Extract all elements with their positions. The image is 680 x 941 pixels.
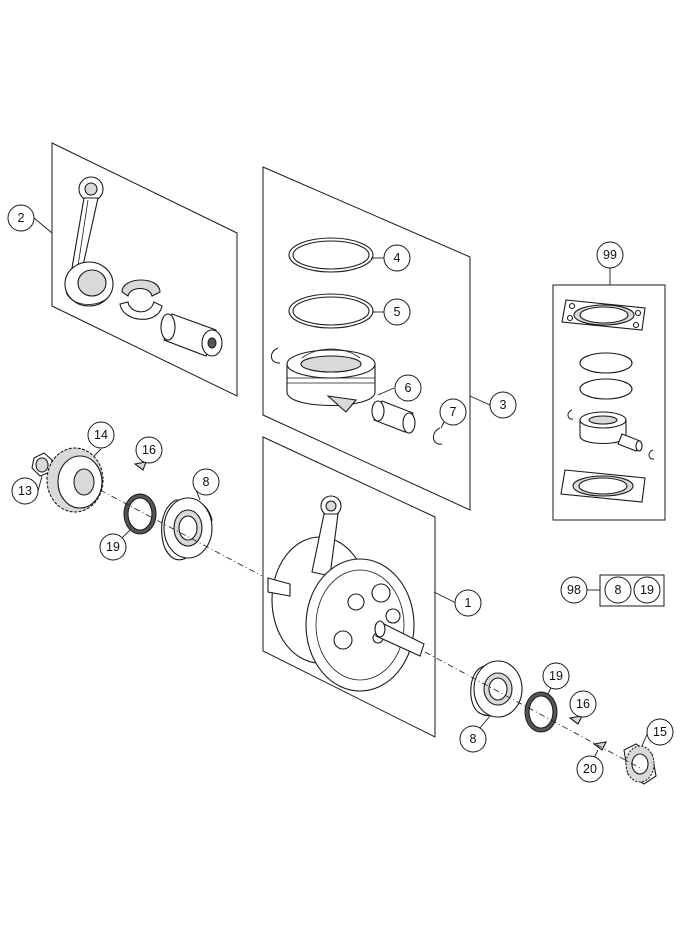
callout-4-label: 4 [394,251,401,265]
panel-piston-kit [262,166,471,511]
kit-98-group: 98 8 19 [560,574,665,607]
bearing-left-illustration [161,497,213,561]
primary-gear-illustration [46,447,104,513]
callout-8-left-label: 8 [203,475,210,489]
callout-19-right-label: 19 [549,669,563,683]
callout-19-left-label: 19 [106,540,120,554]
callout-1: 1 [454,589,482,617]
kit-circlip-right-illustration [648,449,655,460]
right-side-parts [470,660,657,785]
piston-ring-second-illustration [288,293,374,329]
callout-20: 20 [576,755,604,783]
callout-19-right: 19 [542,662,570,690]
piston-pin-illustration-2 [371,400,416,434]
callout-14-label: 14 [94,428,108,442]
shaft-seal-right-illustration [524,691,558,733]
piston-illustration [286,348,376,413]
woodruff-key-left-illustration [133,461,147,471]
bearing-shells-illustration [119,279,163,320]
callout-99: 99 [596,241,624,269]
shaft-axis-line [99,489,641,769]
kit-piston-illustration [579,411,627,444]
kit-item-19: 19 [633,576,661,604]
callout-7: 7 [439,398,467,426]
panel-connecting-rod-kit [51,142,238,397]
piston-circlip-right-illustration [433,427,443,445]
callout-13: 13 [11,477,39,505]
kit-piston-ring-top-illustration [579,352,633,374]
callout-20-label: 20 [583,762,597,776]
callout-7-label: 7 [450,405,457,419]
panel-top-end-kit [552,284,666,521]
callout-8-right-label: 8 [470,732,477,746]
callout-16-left: 16 [135,436,163,464]
callout-98: 98 [560,576,588,604]
kit-piston-pin-illustration [617,433,643,452]
panel-crankshaft [262,436,436,738]
callout-1-label: 1 [465,596,472,610]
callout-8-left: 8 [192,468,220,496]
cylinder-base-gasket-illustration [560,469,646,503]
callout-3: 3 [489,391,517,419]
callout-4: 4 [383,244,411,272]
kit-piston-ring-second-illustration [579,378,633,400]
kit-circlip-left-illustration [567,409,574,420]
callout-99-label: 99 [603,248,617,262]
callout-15-label: 15 [653,725,667,739]
kit-item-8: 8 [604,576,632,604]
callout-19-left: 19 [99,533,127,561]
timing-gear-illustration [623,743,657,785]
callout-5-label: 5 [394,305,401,319]
callout-16-right: 16 [569,690,597,718]
piston-ring-top-illustration [288,237,374,273]
callout-2: 2 [7,204,35,232]
kit-item-8-label: 8 [615,583,622,597]
callout-8-right: 8 [459,725,487,753]
piston-circlip-left-illustration [271,347,281,364]
connecting-rod-illustration [64,176,114,307]
callout-6: 6 [394,374,422,402]
callout-5: 5 [383,298,411,326]
callout-6-label: 6 [405,381,412,395]
crankshaft-illustration [267,495,425,692]
callout-2-label: 2 [18,211,25,225]
callout-98-label: 98 [567,583,581,597]
callout-15: 15 [646,718,674,746]
cylinder-head-gasket-illustration [561,299,646,331]
callout-16-right-label: 16 [576,697,590,711]
callout-14: 14 [87,421,115,449]
callout-3-label: 3 [500,398,507,412]
piston-pin-illustration [160,313,223,357]
callout-13-label: 13 [18,484,32,498]
shaft-seal-left-illustration [123,493,157,535]
woodruff-key-right-illustration [568,715,583,725]
callout-16-left-label: 16 [142,443,156,457]
bearing-right-illustration [470,660,523,718]
kit-item-19-label: 19 [640,583,654,597]
